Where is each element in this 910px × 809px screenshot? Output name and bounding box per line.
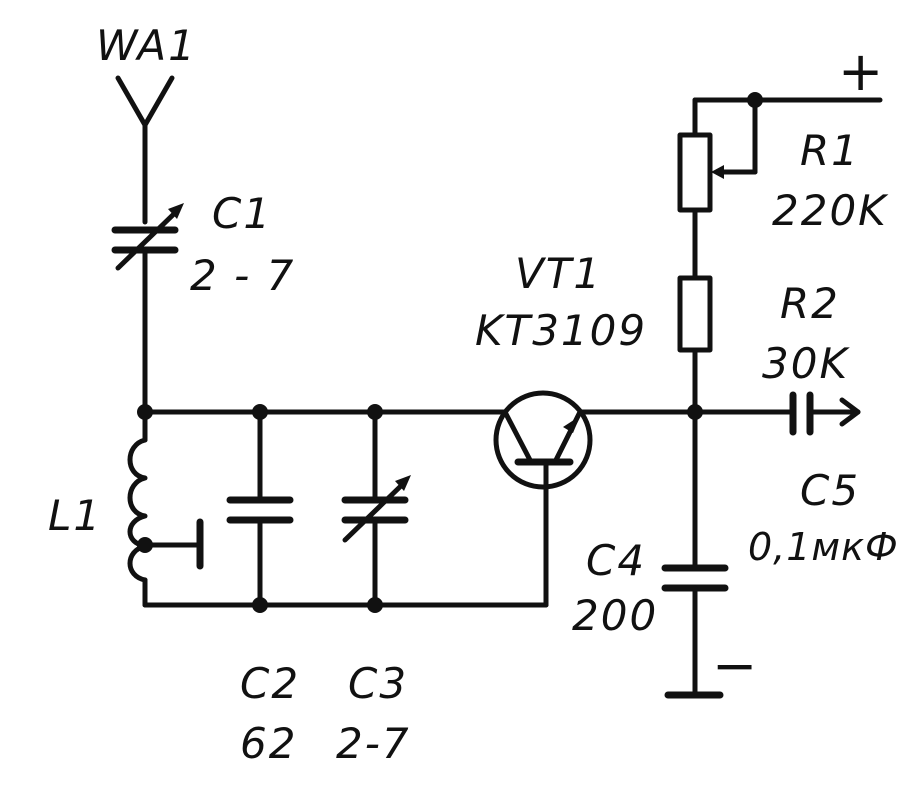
supply-negative-label: − xyxy=(712,634,757,697)
transistor-vt1 xyxy=(493,390,593,608)
c2-ref-label: C2 xyxy=(240,659,300,708)
c1-value-label: 2 - 7 xyxy=(190,251,295,300)
c4-value-label: 200 xyxy=(572,591,658,640)
capacitor-c1 xyxy=(111,203,184,271)
vt1-value-label: KT3109 xyxy=(475,306,647,355)
resistor-r1 xyxy=(677,97,883,281)
r2-value-label: 30K xyxy=(762,339,850,388)
capacitor-c3 xyxy=(341,409,411,608)
capacitor-c2 xyxy=(226,409,294,608)
capacitor-c5 xyxy=(789,391,861,436)
c1-ref-label: C1 xyxy=(212,189,272,238)
junction-dots xyxy=(137,92,763,613)
r2-ref-label: R2 xyxy=(780,279,840,328)
r1-value-label: 220K xyxy=(772,186,889,235)
inductor-l1 xyxy=(127,409,204,608)
supply-positive-label: + xyxy=(838,40,883,103)
c3-value-label: 2-7 xyxy=(336,719,411,768)
c5-ref-label: C5 xyxy=(800,466,860,515)
r1-ref-label: R1 xyxy=(800,126,860,175)
resistor-r2 xyxy=(677,275,713,415)
c3-ref-label: C3 xyxy=(348,659,408,708)
antenna-ref-label: WA1 xyxy=(96,21,197,70)
c4-ref-label: C4 xyxy=(586,536,646,585)
l1-ref-label: L1 xyxy=(48,491,102,540)
c5-value-label: 0,1мкФ xyxy=(748,525,899,569)
c2-value-label: 62 xyxy=(240,719,297,768)
antenna-wa1 xyxy=(115,75,175,225)
capacitor-c4 xyxy=(661,409,729,699)
vt1-ref-label: VT1 xyxy=(515,249,602,298)
